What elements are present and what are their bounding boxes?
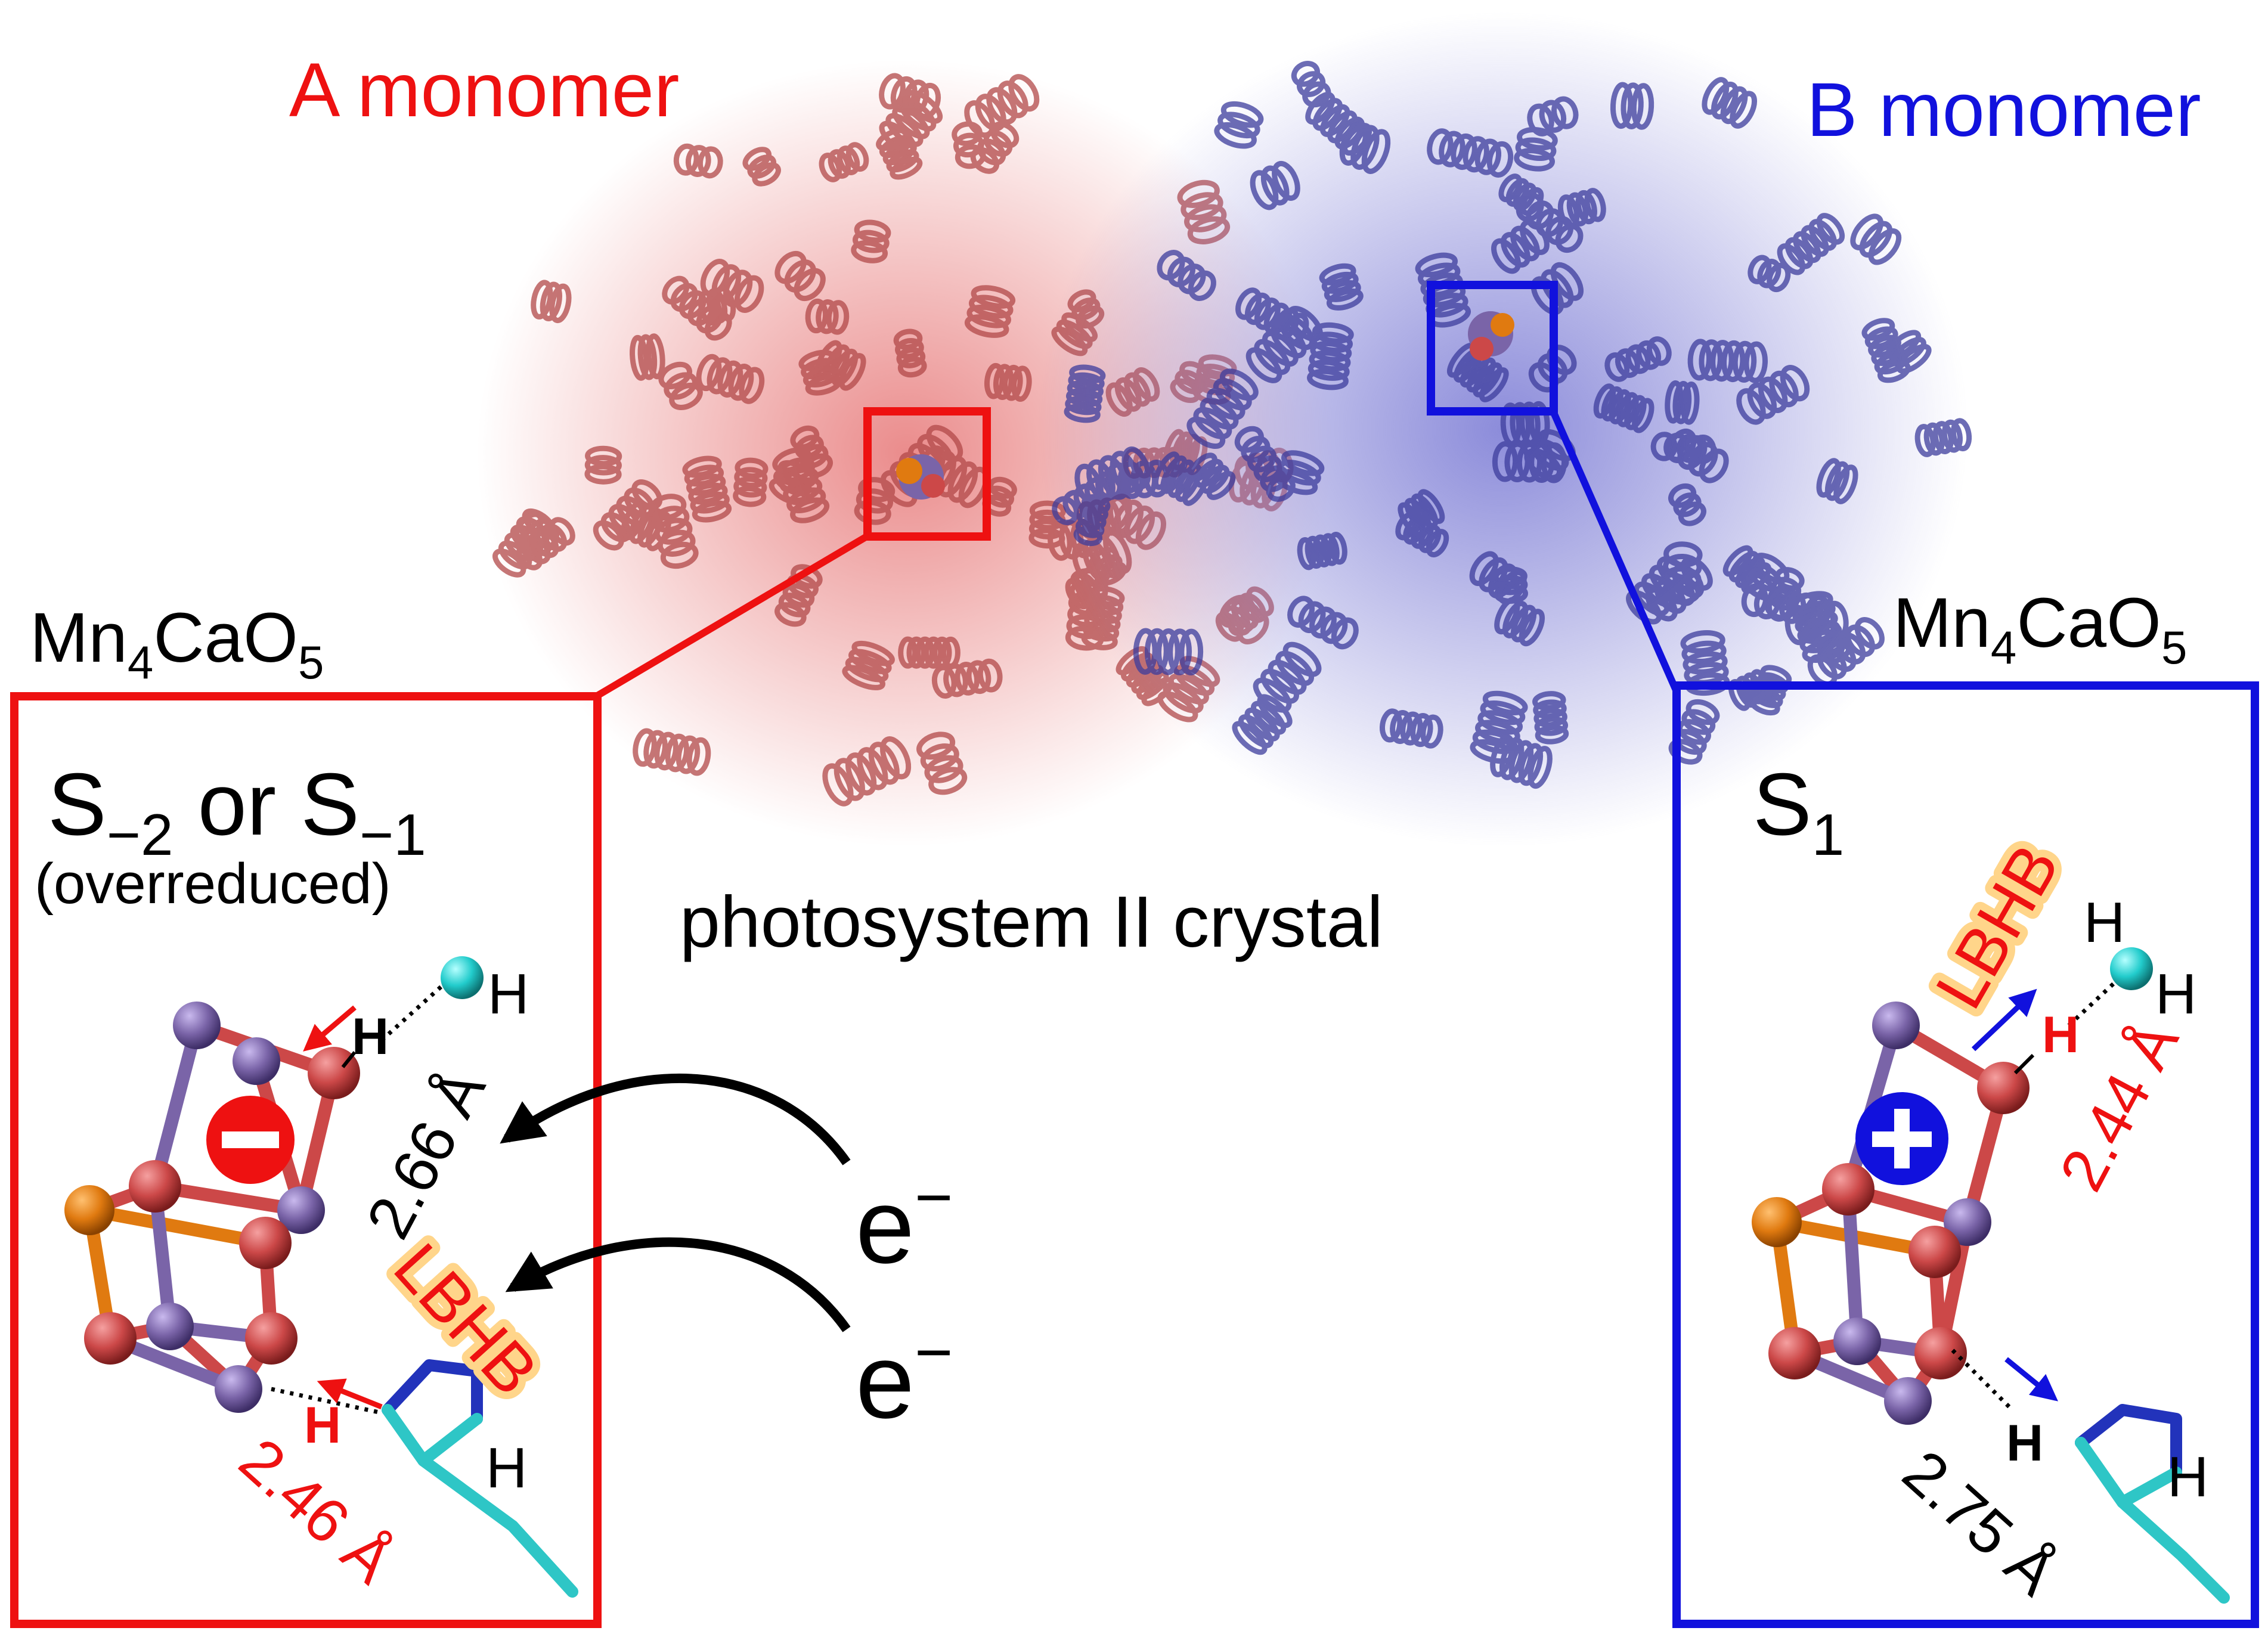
monomer-b-label: B monomer — [1807, 67, 2201, 153]
left-water-oxygen — [441, 956, 484, 999]
left-h-water: H — [488, 962, 529, 1026]
left-arrow-top — [303, 1005, 357, 1052]
left-oh-bond — [341, 1051, 357, 1068]
right-h-bottom: H — [2006, 1415, 2043, 1472]
left-h-top: H — [352, 1008, 389, 1065]
left-dist-top: 2.66 Å — [354, 1058, 499, 1249]
right-lbhb-label: LBHB — [1922, 832, 2074, 1021]
electron-label-1: e− — [856, 1161, 953, 1285]
electron-label-2: e− — [856, 1316, 953, 1440]
left-note: (overreduced) — [35, 852, 391, 916]
right-cluster-atoms — [1752, 1002, 2030, 1425]
right-panel: Mn4CaO5 S1 — [1672, 584, 2259, 1628]
right-h-top: H — [2042, 1006, 2079, 1064]
negative-charge-icon — [206, 1096, 295, 1184]
left-h-his: H — [486, 1436, 527, 1500]
electron-arrow-bottom — [505, 1237, 851, 1332]
right-frame — [1672, 681, 2259, 1628]
site-box-b — [1427, 281, 1558, 416]
left-h-bottom: H — [304, 1397, 341, 1454]
right-h-water-top: H — [2084, 891, 2125, 954]
left-cluster-atoms — [64, 1002, 360, 1413]
positive-charge-icon — [1855, 1092, 1948, 1185]
protein-structure-b — [1037, 12, 1972, 847]
right-arrow-top — [1971, 988, 2037, 1052]
connector-a — [594, 532, 871, 700]
electron-arrow-top — [500, 1073, 851, 1165]
right-arrow-bottom — [2004, 1357, 2058, 1402]
left-hbond-top — [380, 985, 443, 1042]
right-h-his: H — [2167, 1445, 2208, 1509]
left-state: S−2 or S−1 — [48, 755, 426, 867]
left-frame — [10, 692, 602, 1628]
electron-transfer: e− e− — [500, 1073, 953, 1440]
right-oh-bond — [2013, 1053, 2035, 1075]
connector-b — [1550, 410, 1680, 693]
right-formula: Mn4CaO5 — [1893, 584, 2187, 674]
right-h-water: H — [2155, 962, 2196, 1026]
right-histidine — [2075, 1404, 2230, 1604]
right-state: S1 — [1753, 755, 1844, 867]
right-hbond-top — [2067, 982, 2115, 1027]
right-water-oxygen — [2110, 947, 2153, 990]
left-histidine — [382, 1359, 578, 1598]
left-arrow-bottom — [317, 1378, 383, 1410]
right-hbond-bottom — [1951, 1348, 2014, 1412]
monomer-a-label: A monomer — [289, 48, 680, 133]
left-formula: Mn4CaO5 — [30, 599, 324, 689]
crystal-label: photosystem II crystal — [680, 881, 1383, 962]
site-box-a — [863, 407, 991, 541]
left-panel: Mn4CaO5 S−2 or S−1 (overreduced) — [10, 599, 602, 1628]
